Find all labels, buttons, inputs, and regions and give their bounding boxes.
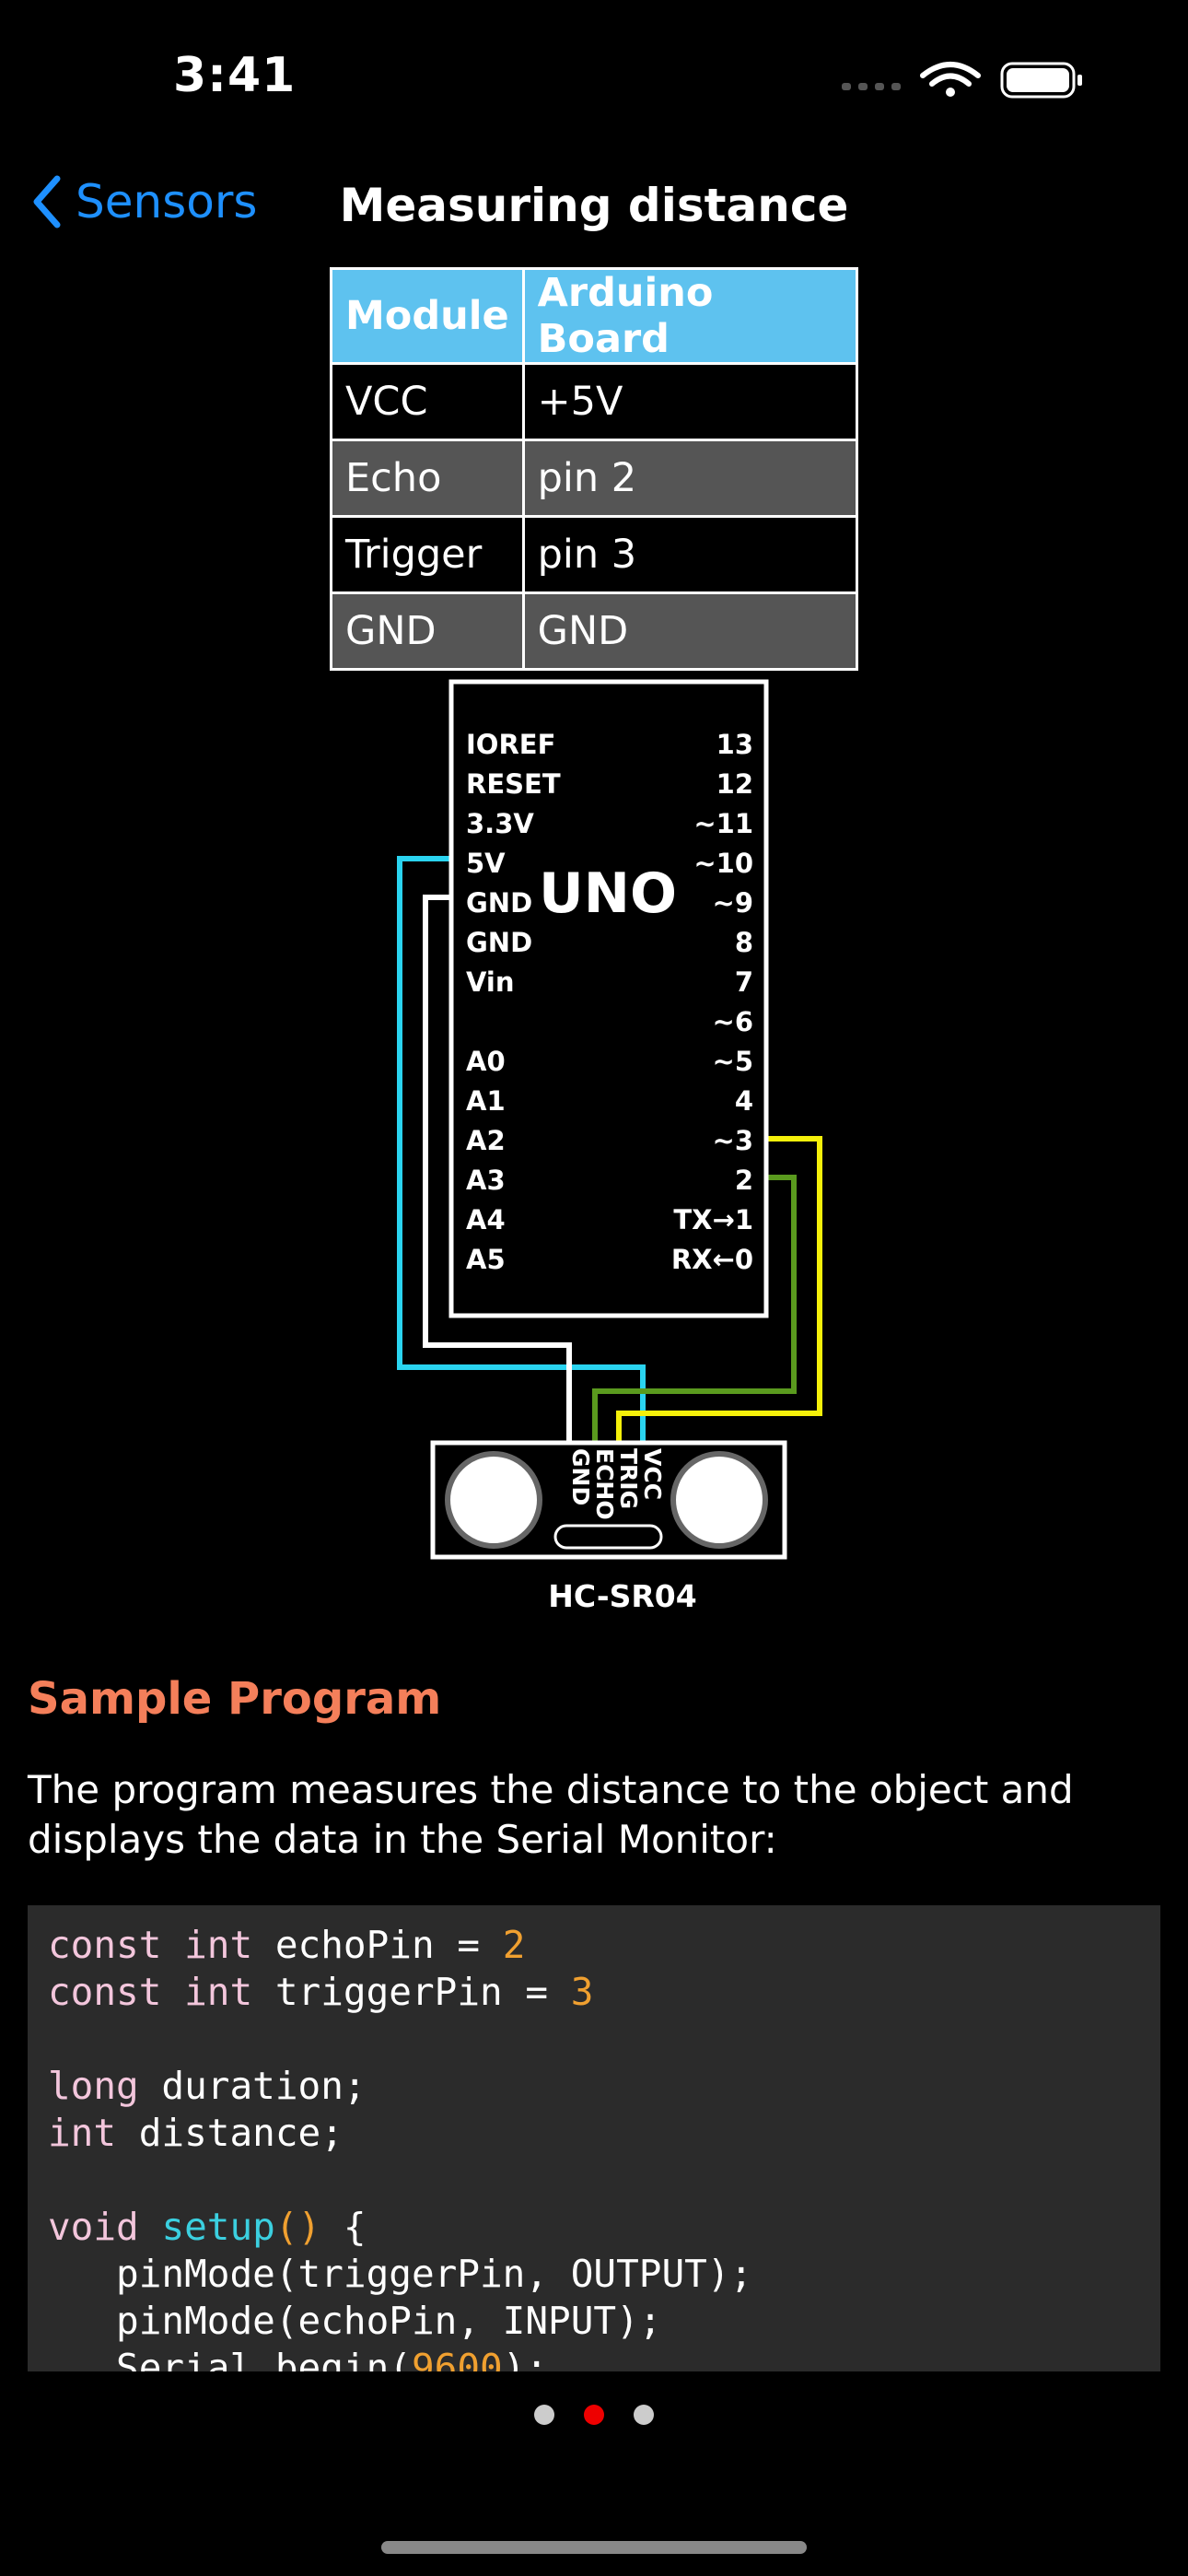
board-pin-label: 7 (735, 966, 753, 998)
sensor-name: HC-SR04 (548, 1578, 696, 1614)
sensor-pin-label: GND (567, 1448, 594, 1505)
board-pin-label: 3.3V (466, 808, 534, 839)
board-pin-label: 4 (735, 1085, 753, 1117)
gnd-wire (423, 895, 572, 1446)
code-block[interactable]: const int echoPin = 2 const int triggerP… (28, 1905, 1160, 2371)
trig-wire (616, 1136, 822, 1446)
code-line: const int echoPin = 2 (48, 1923, 526, 1967)
echo-wire (592, 1175, 797, 1446)
sensor-pin-label: VCC (639, 1448, 666, 1500)
section-description: The program measures the distance to the… (28, 1767, 1074, 1862)
code-text: const int echoPin = 2 const int triggerP… (28, 1905, 1160, 2371)
wifi-icon (920, 62, 981, 87)
signal-icon (842, 83, 901, 90)
board-pin-label: A5 (466, 1244, 506, 1275)
table-row: Trigger pin 3 (330, 515, 859, 594)
board-pin-label: A1 (466, 1085, 506, 1117)
board-pin-label: Vin (466, 966, 515, 998)
code-line: long duration; (48, 2064, 367, 2108)
board-pin-label: A3 (466, 1165, 506, 1196)
chevron-left-icon (33, 175, 61, 228)
module-pin-cell: Trigger (330, 515, 525, 594)
board-pin-label: 8 (735, 927, 753, 958)
board-pin-label: ~10 (693, 848, 753, 879)
board-pin-label: A2 (466, 1125, 506, 1156)
board-pin-label: A0 (466, 1046, 506, 1077)
page-dot[interactable] (534, 2405, 554, 2425)
board-pin-cell: pin 3 (521, 515, 859, 594)
board-pin-cell: pin 2 (521, 439, 859, 518)
code-line: const int triggerPin = 3 (48, 1970, 594, 2014)
board-pin-label: IOREF (466, 729, 555, 760)
sensor-pin-label: TRIG (615, 1448, 642, 1509)
code-line: pinMode(echoPin, INPUT); (116, 2299, 662, 2343)
column-header: Module (330, 267, 525, 365)
sensor-pin-label: ECHO (591, 1448, 618, 1520)
code-line: void setup() { (48, 2205, 367, 2249)
code-line: Serial.begin(9600); (48, 2346, 549, 2371)
table-row: GND GND (330, 591, 859, 671)
board-pin-label: ~3 (713, 1125, 753, 1156)
back-button[interactable]: Sensors (31, 175, 257, 228)
board-pin-label: TX→1 (673, 1204, 753, 1235)
page-dot[interactable] (634, 2405, 654, 2425)
board-pin-label: A4 (466, 1204, 506, 1235)
module-pin-cell: Echo (330, 439, 525, 518)
board-pin-cell: GND (521, 591, 859, 671)
board-pin-label: GND (466, 927, 532, 958)
board-pin-cell: +5V (521, 362, 859, 441)
board-pin-label: 13 (716, 729, 753, 760)
page-indicator[interactable] (0, 2405, 1188, 2425)
back-label: Sensors (76, 175, 258, 228)
table-row: VCC +5V (330, 362, 859, 441)
board-pin-label: GND (466, 887, 532, 919)
sensor-crystal (553, 1524, 663, 1550)
board-pin-label: 12 (716, 768, 753, 800)
board-pin-label: ~6 (713, 1006, 753, 1037)
battery-icon (1000, 62, 1082, 99)
home-indicator (381, 2541, 807, 2554)
code-line: int distance; (48, 2111, 344, 2155)
board-pin-label: RESET (466, 768, 561, 800)
status-time: 3:41 (173, 48, 297, 103)
arduino-board (448, 679, 769, 1318)
board-pin-label: ~11 (693, 808, 753, 839)
sensor-transducer (445, 1451, 542, 1549)
module-pin-cell: VCC (330, 362, 525, 441)
board-pin-label: RX←0 (671, 1244, 753, 1275)
pin-connection-table: Module Arduino Board VCC +5V Echo pin 2 … (330, 267, 859, 671)
table-header-row: Module Arduino Board (330, 267, 859, 365)
board-pin-label: 2 (735, 1165, 753, 1196)
code-line: pinMode(triggerPin, OUTPUT); (116, 2252, 753, 2296)
board-pin-label: ~5 (713, 1046, 753, 1077)
module-pin-cell: GND (330, 591, 525, 671)
page-dot[interactable] (584, 2405, 604, 2425)
board-pin-label: 5V (466, 848, 506, 879)
column-header: Arduino Board (521, 267, 859, 365)
status-icons (842, 62, 1082, 99)
board-pin-label: ~9 (713, 887, 753, 919)
sensor-transducer (670, 1451, 768, 1549)
section-heading: Sample Program (28, 1673, 442, 1725)
wiring-diagram: UNO IOREF RESET 3.3V 5V GND GND VinA0A1A2A3A4A… (397, 679, 822, 1614)
table-row: Echo pin 2 (330, 439, 859, 518)
board-name: UNO (539, 861, 677, 926)
